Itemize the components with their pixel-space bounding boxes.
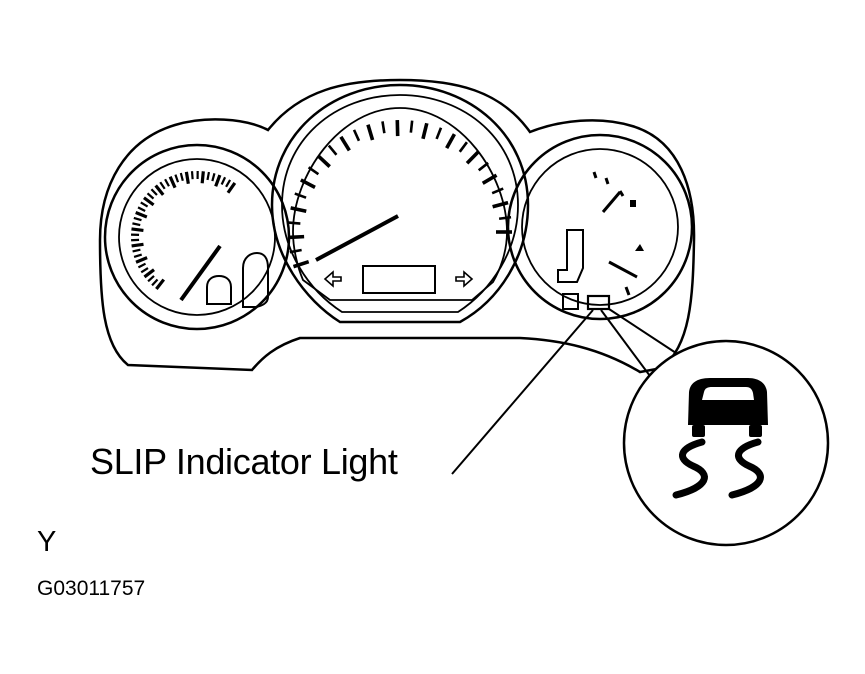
center-gauge xyxy=(270,83,530,324)
slip-indicator-icon xyxy=(672,378,768,499)
callout-leader-line xyxy=(451,309,594,475)
gauge-tick xyxy=(220,176,227,185)
gauge-tick xyxy=(307,166,320,176)
gauge-tick xyxy=(206,171,211,181)
gauge-tick xyxy=(200,171,205,184)
right-gauge xyxy=(506,133,694,321)
center-gauge-needle xyxy=(315,214,399,262)
left-gauge-small-block xyxy=(206,274,232,305)
gauge-tick xyxy=(294,192,307,199)
gauge-tick xyxy=(288,234,305,240)
gauge-tick xyxy=(133,253,143,258)
gauge-tick xyxy=(159,181,166,190)
gauge-tick xyxy=(137,262,147,269)
left-gauge-tall-block xyxy=(242,251,269,308)
gauge-tick xyxy=(381,121,386,134)
gauge-tick xyxy=(164,178,170,187)
gauge-tick xyxy=(458,141,468,153)
gauge-tick xyxy=(131,242,144,248)
gauge-tick xyxy=(327,144,338,156)
gauge-tick xyxy=(339,135,351,152)
gauge-tick xyxy=(131,227,144,233)
center-gauge-ticks xyxy=(288,119,512,269)
figure-code: G03011757 xyxy=(37,577,146,600)
right-gauge-marks xyxy=(592,171,644,296)
gauge-tick xyxy=(140,267,149,274)
gauge-tick xyxy=(151,278,159,287)
gauge-tick xyxy=(225,179,232,188)
gauge-tick xyxy=(289,248,302,254)
gauge-tick xyxy=(481,173,498,185)
gauge-tick xyxy=(184,171,190,184)
gauge-tick xyxy=(477,161,489,172)
gauge-tick xyxy=(150,188,158,196)
gauge-tick xyxy=(316,154,331,168)
gauge-tick xyxy=(137,206,146,212)
gauge-tick xyxy=(135,256,148,264)
gauge-tick xyxy=(135,211,148,219)
gauge-tick xyxy=(179,172,184,182)
gauge-tick xyxy=(445,133,457,149)
gauge-tick xyxy=(211,173,216,182)
gauge-tick xyxy=(352,129,361,142)
gauge-tick xyxy=(292,259,310,269)
gauge-tick xyxy=(290,206,307,214)
gauge-tick xyxy=(214,174,222,187)
gauge-tick xyxy=(133,216,142,222)
right-turn-arrow-icon xyxy=(455,270,474,288)
left-gauge xyxy=(103,143,291,331)
gauge-tick xyxy=(226,182,237,194)
gauge-tick xyxy=(174,174,180,183)
right-gauge-lower-needle xyxy=(608,260,638,279)
gauge-tick xyxy=(146,192,155,200)
warning-lamp-box xyxy=(562,293,579,310)
gauge-tick xyxy=(190,171,194,180)
gauge-tick xyxy=(132,222,141,227)
gauge-tick xyxy=(409,120,414,133)
view-letter: Y xyxy=(37,526,57,558)
left-gauge-ticks xyxy=(131,170,237,290)
gauge-tick xyxy=(492,200,509,209)
gauge-tick xyxy=(288,221,301,225)
right-gauge-upper-needle xyxy=(601,191,622,213)
gauge-tick xyxy=(147,275,155,283)
odometer-display xyxy=(362,265,436,294)
gauge-tick xyxy=(366,124,375,141)
cluster-housing xyxy=(98,78,696,374)
gauge-tick xyxy=(154,184,165,196)
gauge-tick xyxy=(155,278,166,290)
gauge-tick xyxy=(299,178,316,189)
magnified-detail xyxy=(600,308,830,547)
gauge-tick xyxy=(465,150,480,165)
gauge-tick xyxy=(142,196,155,207)
right-gauge-l-bar xyxy=(557,229,584,283)
left-turn-arrow-icon xyxy=(323,270,342,288)
gauge-tick xyxy=(421,122,429,140)
slip-indicator-lamp xyxy=(586,294,611,311)
slip-indicator-label: SLIP Indicator Light xyxy=(90,441,398,482)
gauge-tick xyxy=(143,268,155,279)
gauge-tick xyxy=(168,176,177,189)
gauge-tick xyxy=(140,201,149,208)
gauge-tick xyxy=(435,127,443,140)
left-gauge-needle xyxy=(179,244,222,302)
gauge-tick xyxy=(491,187,504,195)
gauge-tick xyxy=(132,248,141,253)
